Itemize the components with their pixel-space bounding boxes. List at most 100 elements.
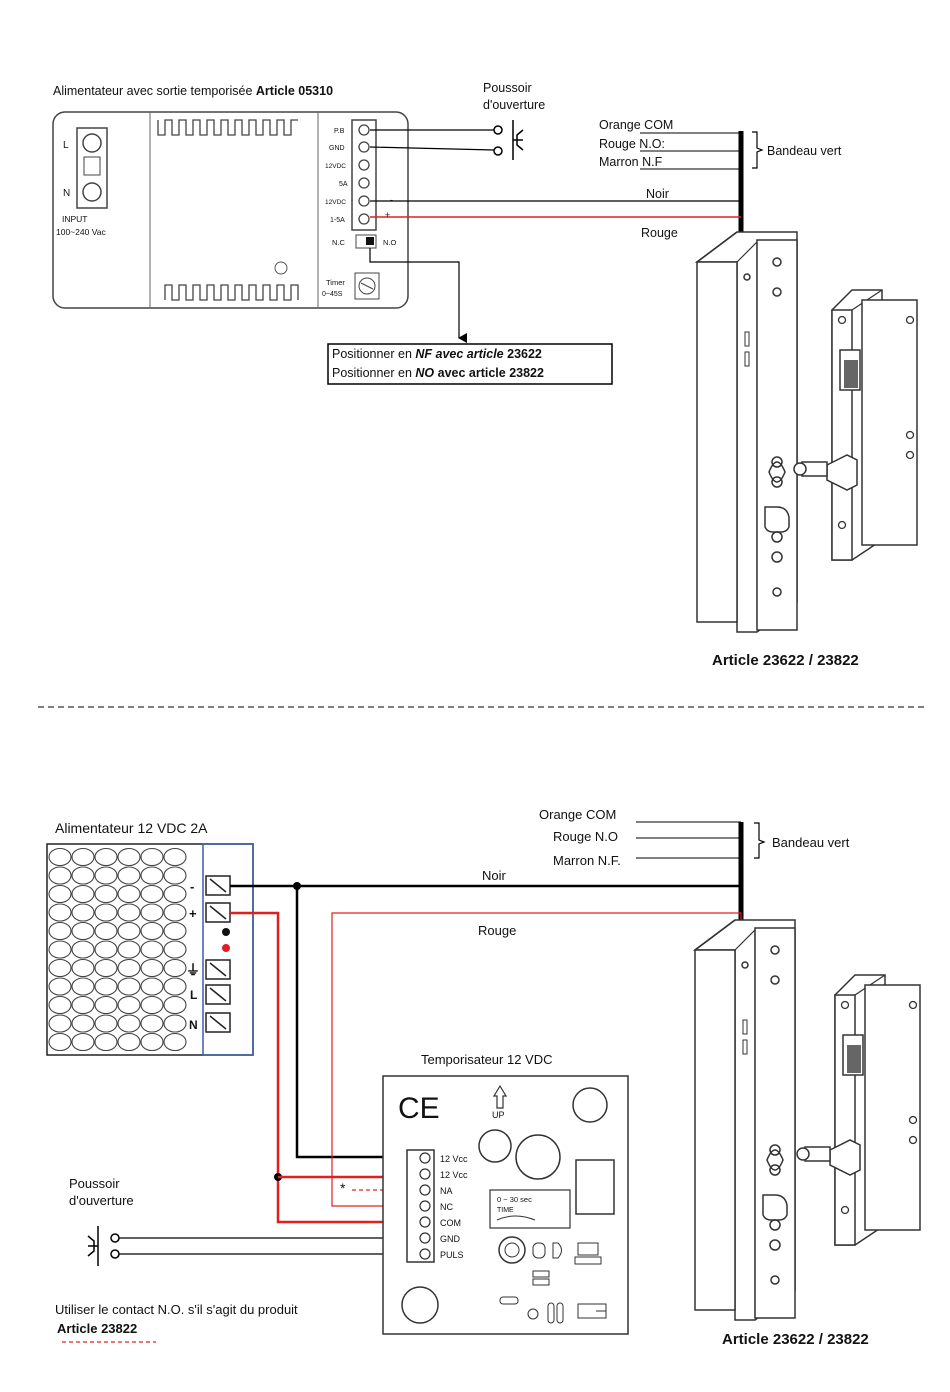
input-l-label: L bbox=[63, 140, 69, 151]
grille-hole bbox=[94, 995, 118, 1015]
b-wire-orange-com: Orange COM bbox=[539, 807, 616, 822]
grille-hole bbox=[94, 1032, 118, 1052]
b-noir-label: Noir bbox=[482, 868, 507, 883]
bottom-lock-keeper bbox=[796, 974, 921, 1246]
top-lock-keeper bbox=[793, 289, 918, 561]
grille-hole bbox=[71, 884, 95, 904]
grille-hole bbox=[71, 1032, 95, 1052]
bottom-psu-title: Alimentateur 12 VDC 2A bbox=[55, 820, 208, 836]
grille-hole bbox=[48, 1014, 72, 1033]
input-label: INPUT bbox=[62, 214, 88, 224]
wire-orange-com: Orange COM bbox=[599, 118, 673, 132]
grille-hole bbox=[94, 866, 118, 885]
grille-hole bbox=[140, 1032, 164, 1052]
no-label: N.O bbox=[383, 238, 397, 247]
top-power-supply: L N INPUT 100~240 Vac P.B GND 12VDC 5A 1… bbox=[52, 111, 409, 309]
grille-hole bbox=[71, 995, 95, 1015]
led-black bbox=[222, 928, 230, 936]
input-n-label: N bbox=[63, 188, 70, 199]
grille-hole bbox=[71, 940, 95, 959]
svg-text:Positionner en NF avec article: Positionner en NF avec article 23622 bbox=[332, 347, 542, 361]
grille-hole bbox=[71, 958, 95, 978]
tt-gnd: GND bbox=[440, 1234, 461, 1244]
timer-terminal-screw bbox=[419, 1152, 431, 1164]
grille-hole bbox=[163, 1032, 187, 1052]
timer-label: Timer bbox=[326, 278, 345, 287]
top-diagram: Alimentateur avec sortie temporisée Arti… bbox=[52, 81, 918, 669]
tt-puls: PULS bbox=[440, 1250, 464, 1260]
noir-label: Noir bbox=[646, 187, 669, 201]
grille-hole bbox=[117, 1014, 141, 1033]
top-electric-strike bbox=[696, 231, 798, 633]
grille-hole bbox=[48, 958, 72, 978]
grille-hole bbox=[140, 884, 164, 904]
timer-terminal-screw bbox=[419, 1248, 431, 1260]
grille-hole bbox=[48, 866, 72, 885]
grille-hole bbox=[140, 847, 164, 867]
top-article-label: Article 23622 / 23822 bbox=[712, 652, 859, 669]
tt-com: COM bbox=[440, 1218, 461, 1228]
grille-hole bbox=[48, 977, 72, 996]
bottom-pushbutton: Poussoir d'ouverture bbox=[69, 1176, 134, 1266]
grille-hole bbox=[48, 1032, 72, 1052]
svg-text:Positionner en NO avec article: Positionner en NO avec article 23822 bbox=[332, 366, 544, 380]
tt-12vcc-2: 12 Vcc bbox=[440, 1170, 468, 1180]
grille-hole bbox=[94, 977, 118, 996]
psu-terminal-ground: ⏚ bbox=[186, 962, 200, 978]
grille-hole bbox=[48, 995, 72, 1015]
grille-hole bbox=[94, 958, 118, 978]
psu-terminal-minus: - bbox=[190, 879, 194, 894]
grille-hole bbox=[71, 1014, 95, 1033]
terminal-gnd: GND bbox=[329, 145, 345, 152]
grille-hole bbox=[117, 847, 141, 867]
grille-hole bbox=[117, 903, 141, 922]
grille-hole bbox=[94, 921, 118, 941]
timer-terminal-screw bbox=[419, 1184, 431, 1196]
svg-text:-: - bbox=[390, 195, 393, 205]
asterisk: * bbox=[340, 1180, 346, 1196]
grille-hole bbox=[48, 921, 72, 941]
nc-label: N.C bbox=[332, 238, 346, 247]
b-bandeau-vert-label: Bandeau vert bbox=[772, 835, 850, 850]
grille-hole bbox=[94, 884, 118, 904]
terminal-1-5a: 1-5A bbox=[330, 217, 345, 224]
grille-hole bbox=[48, 884, 72, 904]
grille-hole bbox=[140, 977, 164, 996]
svg-text:Poussoir: Poussoir bbox=[483, 81, 532, 95]
grille-hole bbox=[94, 847, 118, 867]
svg-text:d'ouverture: d'ouverture bbox=[69, 1193, 134, 1208]
timer-terminal-screw bbox=[419, 1200, 431, 1212]
input-voltage-label: 100~240 Vac bbox=[56, 227, 106, 237]
timer-terminal-screw bbox=[419, 1216, 431, 1228]
up-arrow-icon bbox=[492, 1084, 508, 1109]
grille-hole bbox=[94, 1014, 118, 1033]
grille-hole bbox=[117, 921, 141, 941]
grille-hole bbox=[140, 995, 164, 1015]
b-rouge-label: Rouge bbox=[478, 923, 516, 938]
ce-mark: CE bbox=[398, 1092, 440, 1125]
terminal-5a: 5A bbox=[339, 181, 348, 188]
grille-hole bbox=[163, 977, 187, 996]
bottom-electric-strike bbox=[694, 919, 796, 1321]
svg-text:d'ouverture: d'ouverture bbox=[483, 98, 545, 112]
bandeau-vert-label: Bandeau vert bbox=[767, 144, 842, 158]
tt-na: NA bbox=[440, 1186, 453, 1196]
grille-hole bbox=[163, 884, 187, 904]
grille-hole bbox=[117, 940, 141, 959]
grille-hole bbox=[117, 866, 141, 885]
timer-range-label: 0~45S bbox=[322, 291, 343, 298]
tt-12vcc-1: 12 Vcc bbox=[440, 1154, 468, 1164]
grille-hole bbox=[163, 921, 187, 941]
timer-terminal-screw bbox=[419, 1232, 431, 1244]
grille-hole bbox=[94, 903, 118, 922]
grille-hole bbox=[117, 995, 141, 1015]
grille-hole bbox=[140, 1014, 164, 1033]
psu-terminal-plus: + bbox=[189, 906, 197, 921]
grille-hole bbox=[71, 847, 95, 867]
timer-board: Temporisateur 12 VDC CE UP 12 Vcc 12 Vcc… bbox=[382, 1052, 629, 1335]
svg-text:+: + bbox=[385, 210, 390, 220]
grille-hole bbox=[140, 940, 164, 959]
grille-hole bbox=[140, 921, 164, 941]
psu-terminal-l: L bbox=[190, 988, 197, 1002]
